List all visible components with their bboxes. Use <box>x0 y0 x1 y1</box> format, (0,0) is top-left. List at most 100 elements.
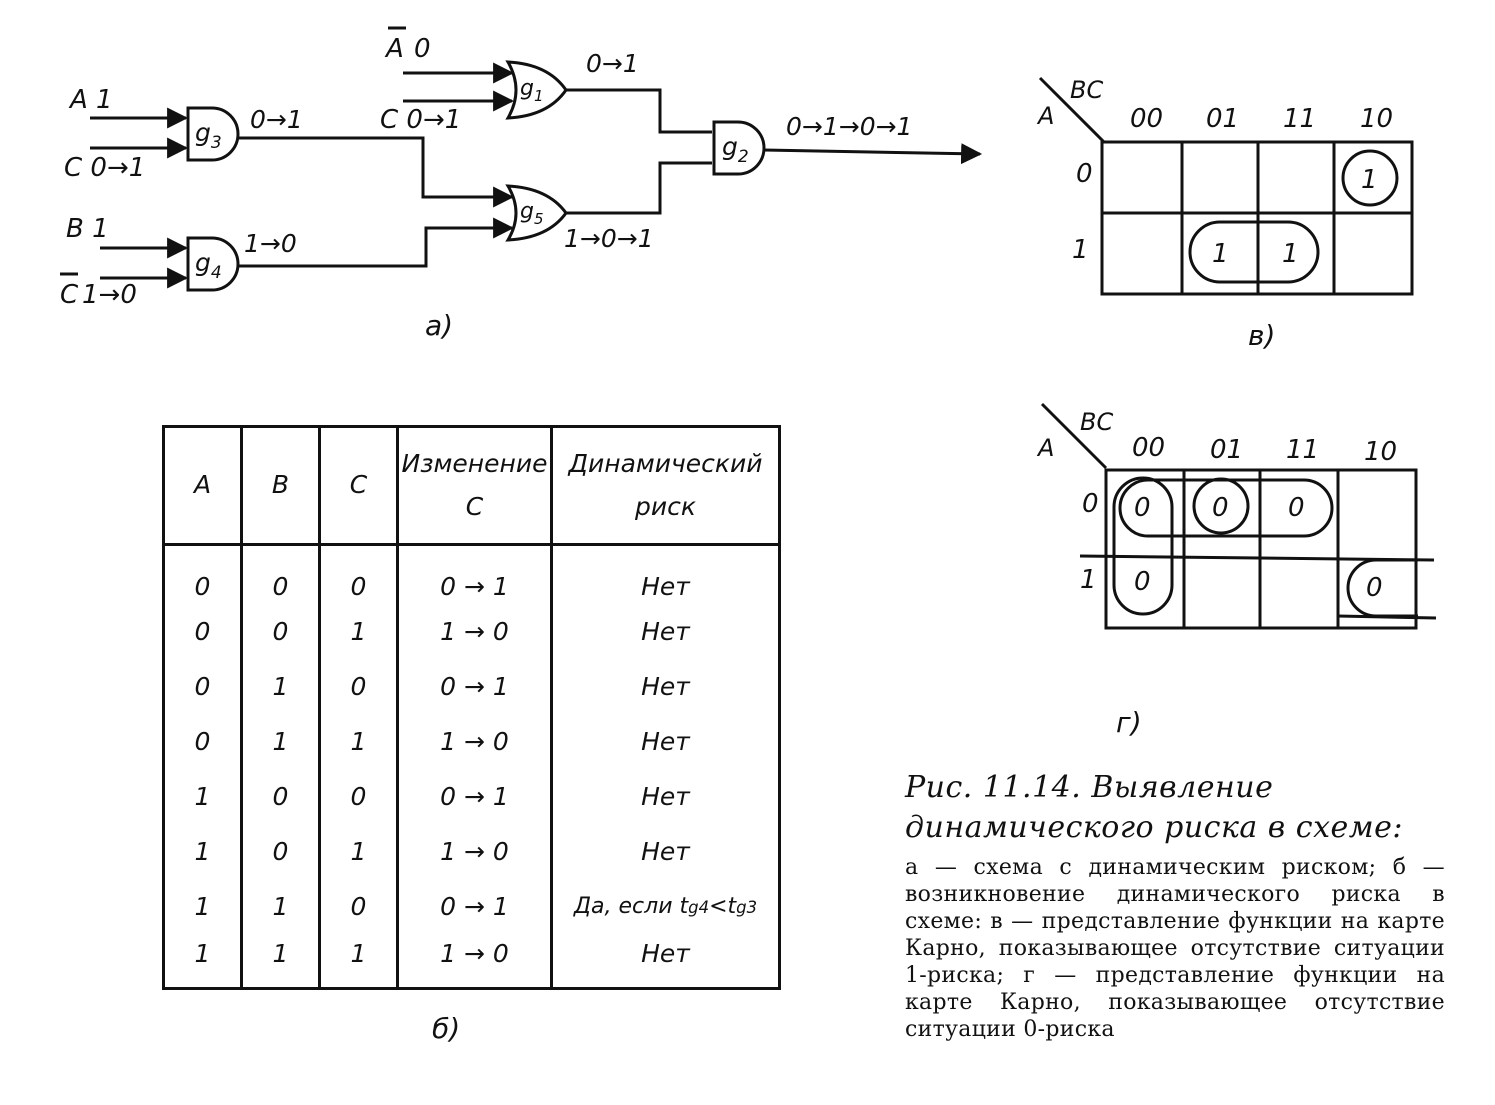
hazard-condition-g4: g4 <box>688 897 710 917</box>
table-cell: 1 → 0 <box>396 604 553 660</box>
table-cell-text: 0 <box>272 617 289 647</box>
kmap-g-col-01: 01 <box>1210 435 1243 465</box>
kmap-g-row-var: A <box>1036 434 1054 462</box>
gate-g1 <box>505 60 568 120</box>
gate-g3-label: g3 <box>195 118 222 153</box>
table-cell-text: 1 → 0 <box>440 836 509 866</box>
table-cell: Нет <box>550 604 781 660</box>
table-cell: 1 <box>162 769 243 824</box>
table-cell-text: Нет <box>641 938 690 968</box>
table-cell-text: 1 → 0 <box>440 938 509 968</box>
table-cell-text: 1 <box>272 672 289 702</box>
table-cell: 1 <box>318 714 399 770</box>
gate-g2 <box>712 120 766 176</box>
hazard-condition-t: t <box>727 893 737 919</box>
table-cell: 0 <box>162 714 243 770</box>
gate-g5 <box>505 184 568 242</box>
kmap-v-col-var: BC <box>1070 76 1103 104</box>
kmap-g-diagonal <box>1040 402 1108 470</box>
table-cell-text: 0 <box>350 891 367 921</box>
kmap-v-cell-a0-bc10: 1 <box>1361 165 1378 195</box>
table-cell-text: 1 <box>194 781 211 811</box>
kmap-g-col-00: 00 <box>1132 433 1165 463</box>
table-cell-text: Нет <box>641 617 690 647</box>
gate-g3 <box>186 106 240 162</box>
wire-g4-to-g5 <box>238 217 515 268</box>
table-cell: 0 <box>318 659 399 715</box>
table-cell: 0 → 1 <box>396 544 553 605</box>
table-cell: Нет <box>550 714 781 770</box>
table-cell: 1 <box>162 933 243 989</box>
kmap-g-cell-a0-bc01: 0 <box>1212 493 1229 523</box>
table-cell: 1 <box>240 714 321 770</box>
table-cell-text: Да, если t <box>573 893 689 919</box>
table-cell: 1 <box>240 659 321 715</box>
table-cell-text: 0 <box>194 672 211 702</box>
table-cell-text: 1 → 0 <box>440 727 509 757</box>
kmap-g-cell-a1-bc10: 0 <box>1366 573 1383 603</box>
gate-g2-label: g2 <box>722 132 749 167</box>
table-cell-text: 1 <box>350 727 367 757</box>
table-header-change-c: Изменение C <box>396 426 553 546</box>
table-cell: 1 <box>240 878 321 934</box>
table-cell-text: Нет <box>641 781 690 811</box>
table-cell-text: 0 <box>194 617 211 647</box>
table-cell-text: 0 → 1 <box>440 891 509 921</box>
kmap-g-cell-a0-bc11: 0 <box>1288 493 1305 523</box>
input-label-g4-c-val: 1→0 <box>82 280 137 310</box>
table-cell-text: 1 <box>194 938 211 968</box>
kmap-g-cell-a1-bc00: 0 <box>1134 567 1151 597</box>
table-cell-text: Нет <box>641 727 690 757</box>
gate-g4-label: g4 <box>195 248 222 283</box>
table-cell: 1 <box>318 823 399 879</box>
wire-g1-to-g2 <box>562 88 712 134</box>
table-cell-text: 0 <box>350 672 367 702</box>
table-cell-text: Нет <box>641 571 690 601</box>
kmap-v-col-01: 01 <box>1206 104 1239 134</box>
kmap-v-diagonal <box>1038 76 1106 144</box>
table-cell: 0 <box>240 823 321 879</box>
table-cell: Нет <box>550 933 781 989</box>
gate-g1-label: g1 <box>520 76 544 105</box>
table-cell: 1 <box>240 933 321 989</box>
table-cell: 1 <box>162 823 243 879</box>
wire-g3-to-g5 <box>238 136 515 208</box>
table-cell: 1 → 0 <box>396 714 553 770</box>
table-header-b: B <box>240 426 321 546</box>
table-cell-text: 0 <box>350 781 367 811</box>
kmap-v-cell-a1-bc01: 1 <box>1212 239 1229 269</box>
table-cell: 0 <box>162 659 243 715</box>
table-header-hazard: Динамический риск <box>550 426 781 546</box>
table-cell-text: 0 <box>350 571 367 601</box>
table-header-a: A <box>162 426 243 546</box>
table-cell: Нет <box>550 823 781 879</box>
table-cell: 0 <box>240 544 321 605</box>
caption-title: Рис. 11.14. Выявление динамического риск… <box>905 770 1403 845</box>
wire-g5-to-g2 <box>562 161 712 215</box>
subfigure-label-b: б) <box>432 1012 461 1045</box>
table-cell-text: 0 <box>194 571 211 601</box>
table-cell-text: 1 <box>272 938 289 968</box>
table-cell: 1 <box>318 604 399 660</box>
table-cell: 1 <box>162 878 243 934</box>
hazard-condition-g3: g3 <box>736 897 758 917</box>
kmap-v-cell-a1-bc11: 1 <box>1282 239 1299 269</box>
kmap-g-col-var: BC <box>1080 408 1113 436</box>
kmap-v-col-00: 00 <box>1130 104 1163 134</box>
table-cell-text: 0 → 1 <box>440 781 509 811</box>
signal-g2-out: 0→1→0→1 <box>786 112 912 141</box>
table-cell-text: 1 <box>350 938 367 968</box>
table-cell: 1 → 0 <box>396 823 553 879</box>
table-cell-text: Нет <box>641 672 690 702</box>
kmap-g-row-0: 0 <box>1082 489 1099 519</box>
kmap-v-row-1: 1 <box>1072 235 1089 265</box>
table-header-row: A B C Изменение C Динамический риск <box>162 426 781 546</box>
table-cell: Нет <box>550 544 781 605</box>
kmap-g-cell-a0-bc00: 0 <box>1134 493 1151 523</box>
table-cell-text: 0 → 1 <box>440 571 509 601</box>
input-label-g4-b: B 1 <box>66 214 109 244</box>
